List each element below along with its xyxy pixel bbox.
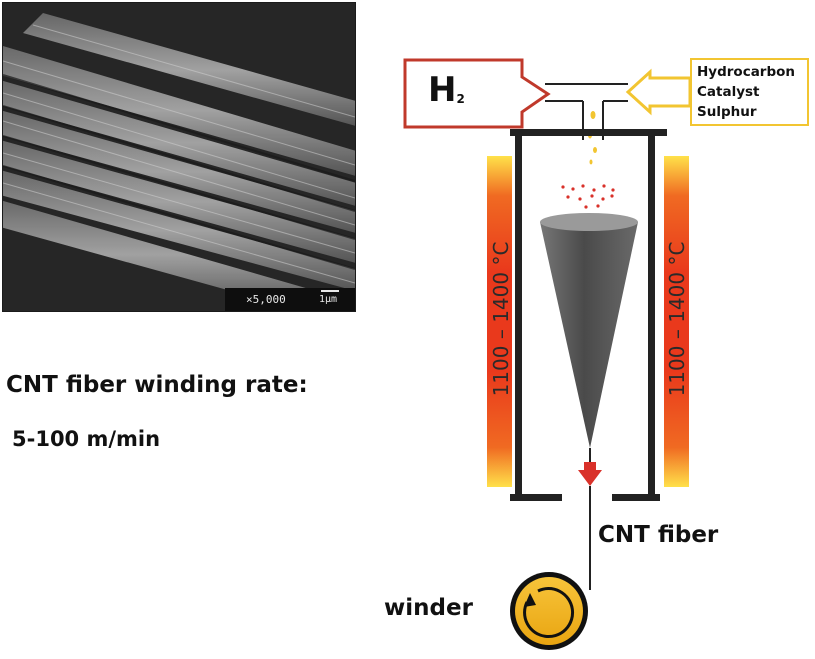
winding-rate-value: 5-100 m/min — [12, 427, 161, 451]
sem-micrograph: ×5,000 1μm — [2, 2, 356, 312]
micrograph-info-bar: ×5,000 1μm — [225, 288, 355, 311]
winder-label: winder — [384, 595, 473, 621]
catalyst-droplets — [588, 111, 597, 165]
fiber-direction-arrow — [578, 462, 602, 486]
winding-rate-title: CNT fiber winding rate: — [6, 372, 308, 398]
right-temperature-label: 1100 – 1400 °C — [665, 241, 689, 397]
rotation-arrow-icon — [524, 593, 536, 607]
feedstock-inputs-box: Hydrocarbon Catalyst Sulphur — [690, 58, 809, 126]
feedstock-item: Hydrocarbon — [697, 64, 796, 80]
scale-bar — [321, 290, 339, 292]
scale-bar-label: 1μm — [319, 294, 338, 305]
feedstock-item: Sulphur — [697, 104, 757, 120]
feedstock-inlet-arrow — [625, 68, 692, 116]
fiber-bundle-image — [3, 3, 355, 311]
magnification-label: ×5,000 — [246, 293, 286, 306]
cnt-fiber-label: CNT fiber — [598, 522, 719, 548]
cnt-aerogel-cone — [540, 213, 638, 448]
left-heater — [487, 156, 512, 487]
hydrogen-inlet-arrow — [403, 58, 551, 129]
catalyst-particles — [561, 184, 615, 209]
left-temperature-label: 1100 – 1400 °C — [489, 241, 513, 397]
winder-spool — [510, 572, 588, 650]
feedstock-item: Catalyst — [697, 84, 760, 100]
hydrogen-label: H2 — [428, 70, 465, 110]
right-heater — [664, 156, 689, 487]
reactor-tube — [510, 129, 667, 501]
